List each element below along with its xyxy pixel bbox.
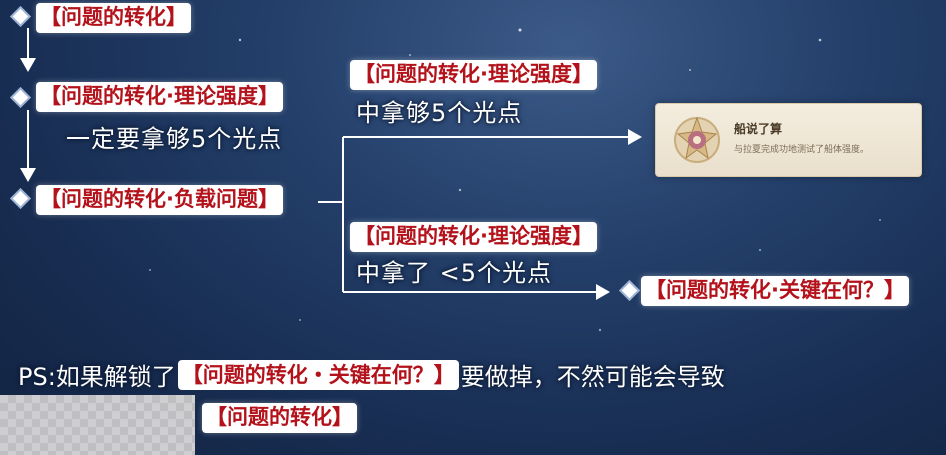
ps-tag: 【问题的转化・关键在何？】 [177,359,459,390]
ps-suffix: 要做掉，不然可能会导致 [460,363,725,391]
achievement-title: 船说了算 [734,122,783,136]
ps-note: PS:如果解锁了【问题的转化・关键在何？】要做掉，不然可能会导致 [18,357,725,391]
achievement-badge-icon [674,116,720,163]
step1-tag: 【问题的转化】 [36,3,191,33]
branch-bottom-tag: 【问题的转化·理论强度】 [350,222,597,252]
result-tag: 【问题的转化·关键在何？】 [641,276,909,306]
ps-line2-tag: 【问题的转化】 [202,403,357,433]
branch-top-note: 中拿够5个光点 [356,99,523,127]
achievement-card: 船说了算 与拉夏完成功地测试了船体强度。 [655,103,922,177]
achievement-description: 与拉夏完成功地测试了船体强度。 [734,145,870,155]
step2-tag: 【问题的转化·理论强度】 [36,82,283,112]
step2-note: 一定要拿够5个光点 [66,125,283,153]
step3-tag: 【问题的转化·负载问题】 [36,185,283,215]
pixelated-overlay [0,395,195,455]
branch-top-tag: 【问题的转化·理论强度】 [350,60,597,90]
ps-prefix: PS:如果解锁了 [18,363,176,391]
branch-bottom-note: 中拿了 <5个光点 [356,259,553,287]
